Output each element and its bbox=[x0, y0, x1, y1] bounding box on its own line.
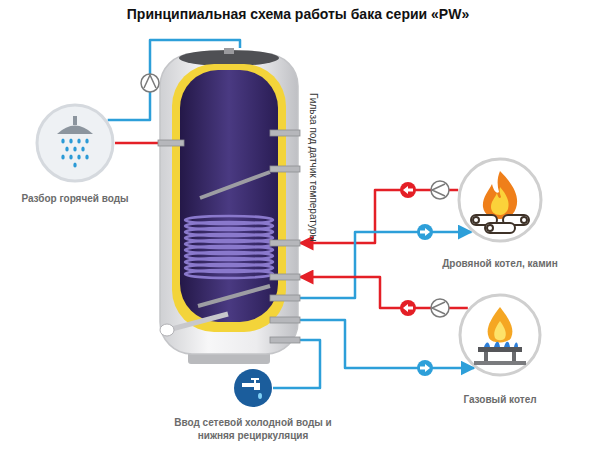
pump-symbol bbox=[431, 299, 449, 317]
icon-circle bbox=[37, 105, 113, 181]
gas-flame bbox=[484, 307, 518, 347]
pipe-line bbox=[115, 142, 158, 145]
cold-water-circle: Ввод сетевой холодной воды и нижняя реци… bbox=[233, 368, 273, 408]
node-caption: Разбор горячей воды bbox=[0, 192, 155, 205]
sensor-sleeves bbox=[160, 172, 270, 336]
shower-icon bbox=[35, 103, 115, 183]
gas-boiler-icon bbox=[458, 293, 542, 377]
burner bbox=[474, 347, 526, 365]
flow-badge bbox=[400, 182, 416, 198]
tank-inner bbox=[180, 70, 278, 322]
pump-symbol bbox=[141, 74, 159, 92]
pipe-line bbox=[300, 277, 468, 308]
logs bbox=[471, 215, 529, 233]
wood-boiler-icon bbox=[457, 157, 543, 243]
node-caption: Ввод сетевой холодной воды и нижняя реци… bbox=[165, 416, 341, 442]
flow-badge bbox=[417, 360, 433, 376]
pump-symbol bbox=[431, 181, 449, 199]
pipe-line bbox=[300, 190, 458, 243]
water-tap-icon bbox=[233, 368, 273, 408]
wood-boiler-circle: Дровяной котел, камин bbox=[457, 157, 543, 243]
flow-badge bbox=[417, 224, 433, 240]
diagram-title: Принципиальная схема работы бака серии «… bbox=[0, 6, 596, 22]
shower-head bbox=[57, 116, 93, 134]
tap bbox=[242, 378, 262, 399]
shower-circle: Разбор горячей воды bbox=[35, 103, 115, 183]
pipe-line bbox=[300, 320, 474, 368]
heat-exchanger-coil bbox=[185, 216, 273, 278]
pipe-stubs bbox=[158, 130, 300, 343]
flow-badge bbox=[400, 300, 416, 316]
icon-circle bbox=[459, 159, 541, 241]
sensor-label: Гильза под датчик температуры bbox=[308, 93, 319, 242]
icon-circle bbox=[234, 369, 272, 407]
node-caption: Газовый котел bbox=[420, 393, 580, 406]
water-tank: Гильза под датчик температуры bbox=[158, 48, 300, 366]
gas-boiler-circle: Газовый котел bbox=[458, 293, 542, 377]
tank-insulation bbox=[172, 64, 286, 332]
icon-circle bbox=[460, 295, 540, 375]
tank-illustration bbox=[158, 48, 300, 366]
fire bbox=[483, 171, 517, 219]
node-caption: Дровяной котел, камин bbox=[420, 257, 580, 270]
water-drops bbox=[61, 139, 88, 168]
